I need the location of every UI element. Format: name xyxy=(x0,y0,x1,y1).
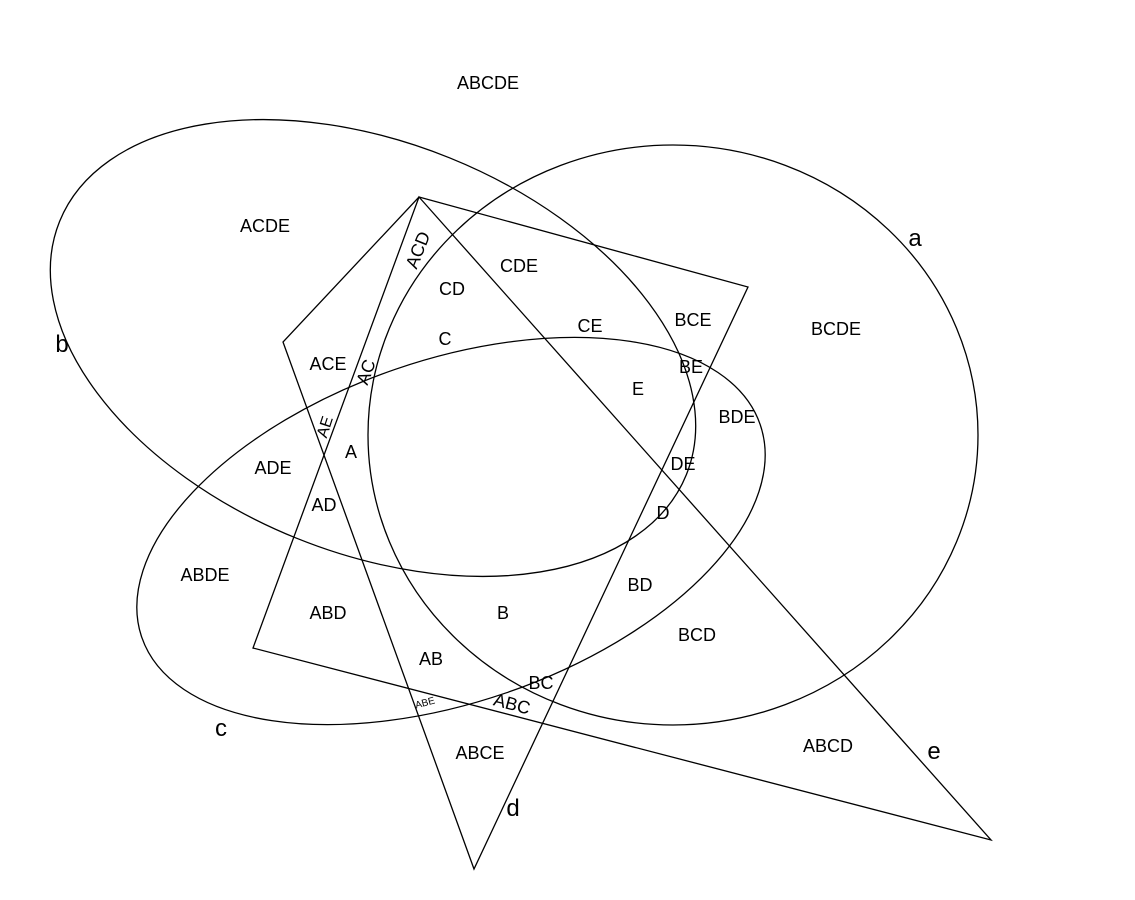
region-label: AE xyxy=(314,414,337,440)
region-label: ABCDE xyxy=(457,73,519,93)
region-label: D xyxy=(657,503,670,523)
region-label: DE xyxy=(670,454,695,474)
region-label: ABCD xyxy=(803,736,853,756)
region-label: ACDE xyxy=(240,216,290,236)
region-label: ADE xyxy=(254,458,291,478)
region-label: ACD xyxy=(402,229,435,272)
set-b-ellipse xyxy=(49,118,697,578)
region-label: ABD xyxy=(309,603,346,623)
region-label: CDE xyxy=(500,256,538,276)
set-label-c: c xyxy=(215,715,227,742)
region-label: BC xyxy=(528,673,553,693)
region-label: CD xyxy=(439,279,465,299)
region-label: AB xyxy=(419,649,443,669)
region-label: BE xyxy=(679,357,703,377)
region-label: BCDE xyxy=(811,319,861,339)
region-label: ABCE xyxy=(455,743,504,763)
region-label: BCD xyxy=(678,625,716,645)
set-label-d: d xyxy=(506,795,519,822)
region-label: ABE xyxy=(414,695,436,711)
region-label: E xyxy=(632,379,644,399)
region-label: AD xyxy=(311,495,336,515)
set-label-b: b xyxy=(55,331,68,358)
set-e-triangle xyxy=(252,195,993,842)
set-label-e: e xyxy=(927,738,940,765)
region-label: A xyxy=(345,442,357,462)
region-label: AC xyxy=(352,357,379,387)
set-label-a: a xyxy=(908,225,922,252)
region-label: BDE xyxy=(718,407,755,427)
region-label: BCE xyxy=(674,310,711,330)
set-c-ellipse xyxy=(136,336,766,726)
region-label: ACE xyxy=(309,354,346,374)
region-label: CE xyxy=(577,316,602,336)
set-a-ellipse xyxy=(367,144,979,726)
region-label: ABDE xyxy=(180,565,229,585)
region-label: ABC xyxy=(492,690,533,719)
region-label: C xyxy=(439,329,452,349)
region-label: B xyxy=(497,603,509,623)
set-d-triangle xyxy=(282,196,749,871)
region-label: BD xyxy=(627,575,652,595)
